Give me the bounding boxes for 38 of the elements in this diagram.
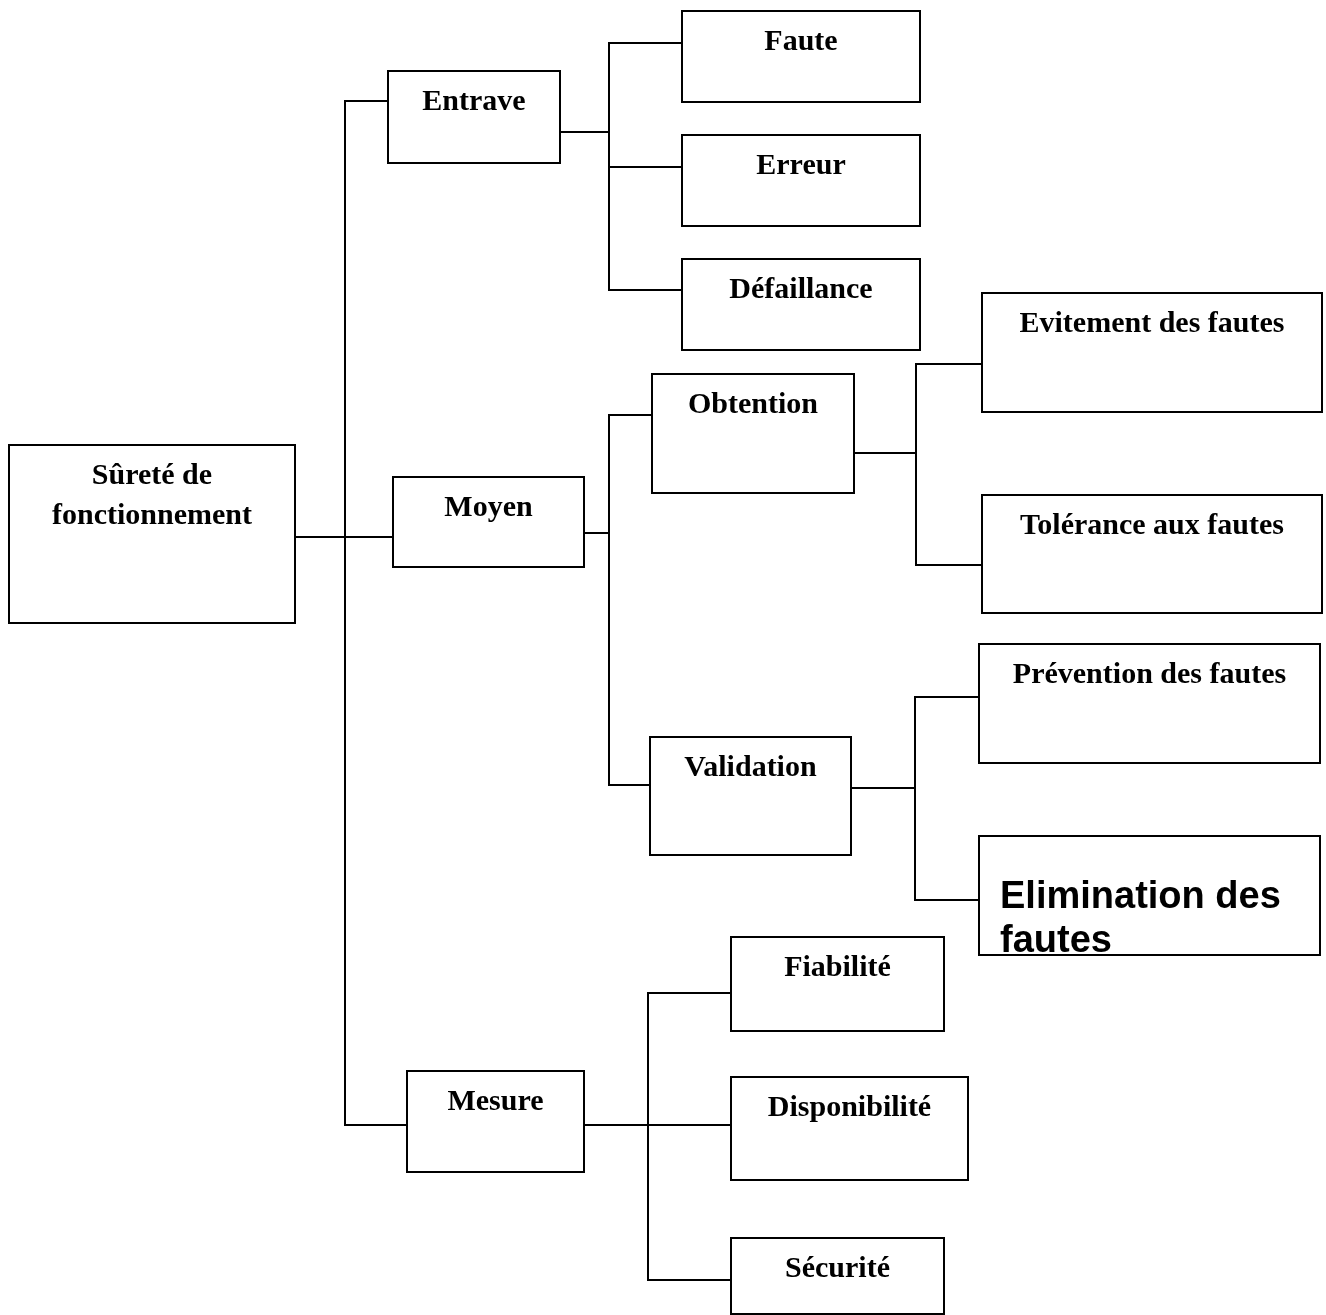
connector-line — [851, 787, 979, 901]
node-label: Sûreté de fonctionnement — [51, 456, 253, 532]
concept-box — [406, 1070, 585, 1173]
concept-box — [978, 643, 1321, 764]
node-label: Disponibilité — [766, 1088, 933, 1124]
node-label: Evitement des fautes — [1018, 304, 1286, 340]
node-label: Prévention des fautes — [1011, 655, 1288, 691]
concept-box — [981, 494, 1323, 614]
concept-box — [8, 444, 296, 624]
concept-box — [730, 1237, 945, 1315]
concept-box — [392, 476, 585, 568]
connector-line — [854, 452, 982, 566]
node-label: Elimination des fautes — [999, 873, 1282, 961]
node-label: Défaillance — [728, 270, 874, 306]
concept-box — [681, 134, 921, 227]
concept-box — [730, 1076, 969, 1181]
node-label: Faute — [763, 22, 839, 58]
node-label: Moyen — [443, 488, 534, 524]
node-label: Entrave — [421, 82, 527, 118]
connector-line — [584, 532, 650, 786]
concept-box — [681, 258, 921, 351]
node-label: Validation — [683, 748, 818, 784]
node-label: Obtention — [687, 385, 819, 421]
connector-line — [560, 131, 682, 291]
concept-box — [387, 70, 561, 164]
concept-box — [649, 736, 852, 856]
node-label: Fiabilité — [783, 948, 892, 984]
node-label: Mesure — [446, 1082, 545, 1118]
node-label: Tolérance aux fautes — [1019, 506, 1285, 542]
concept-box — [681, 10, 921, 103]
concept-box — [981, 292, 1323, 413]
concept-box — [651, 373, 855, 494]
concept-box — [978, 835, 1321, 956]
concept-box — [730, 936, 945, 1032]
connector-line — [584, 1124, 731, 1281]
node-label: Sécurité — [784, 1249, 891, 1285]
node-label: Erreur — [755, 146, 847, 182]
connector-line — [295, 536, 407, 1126]
